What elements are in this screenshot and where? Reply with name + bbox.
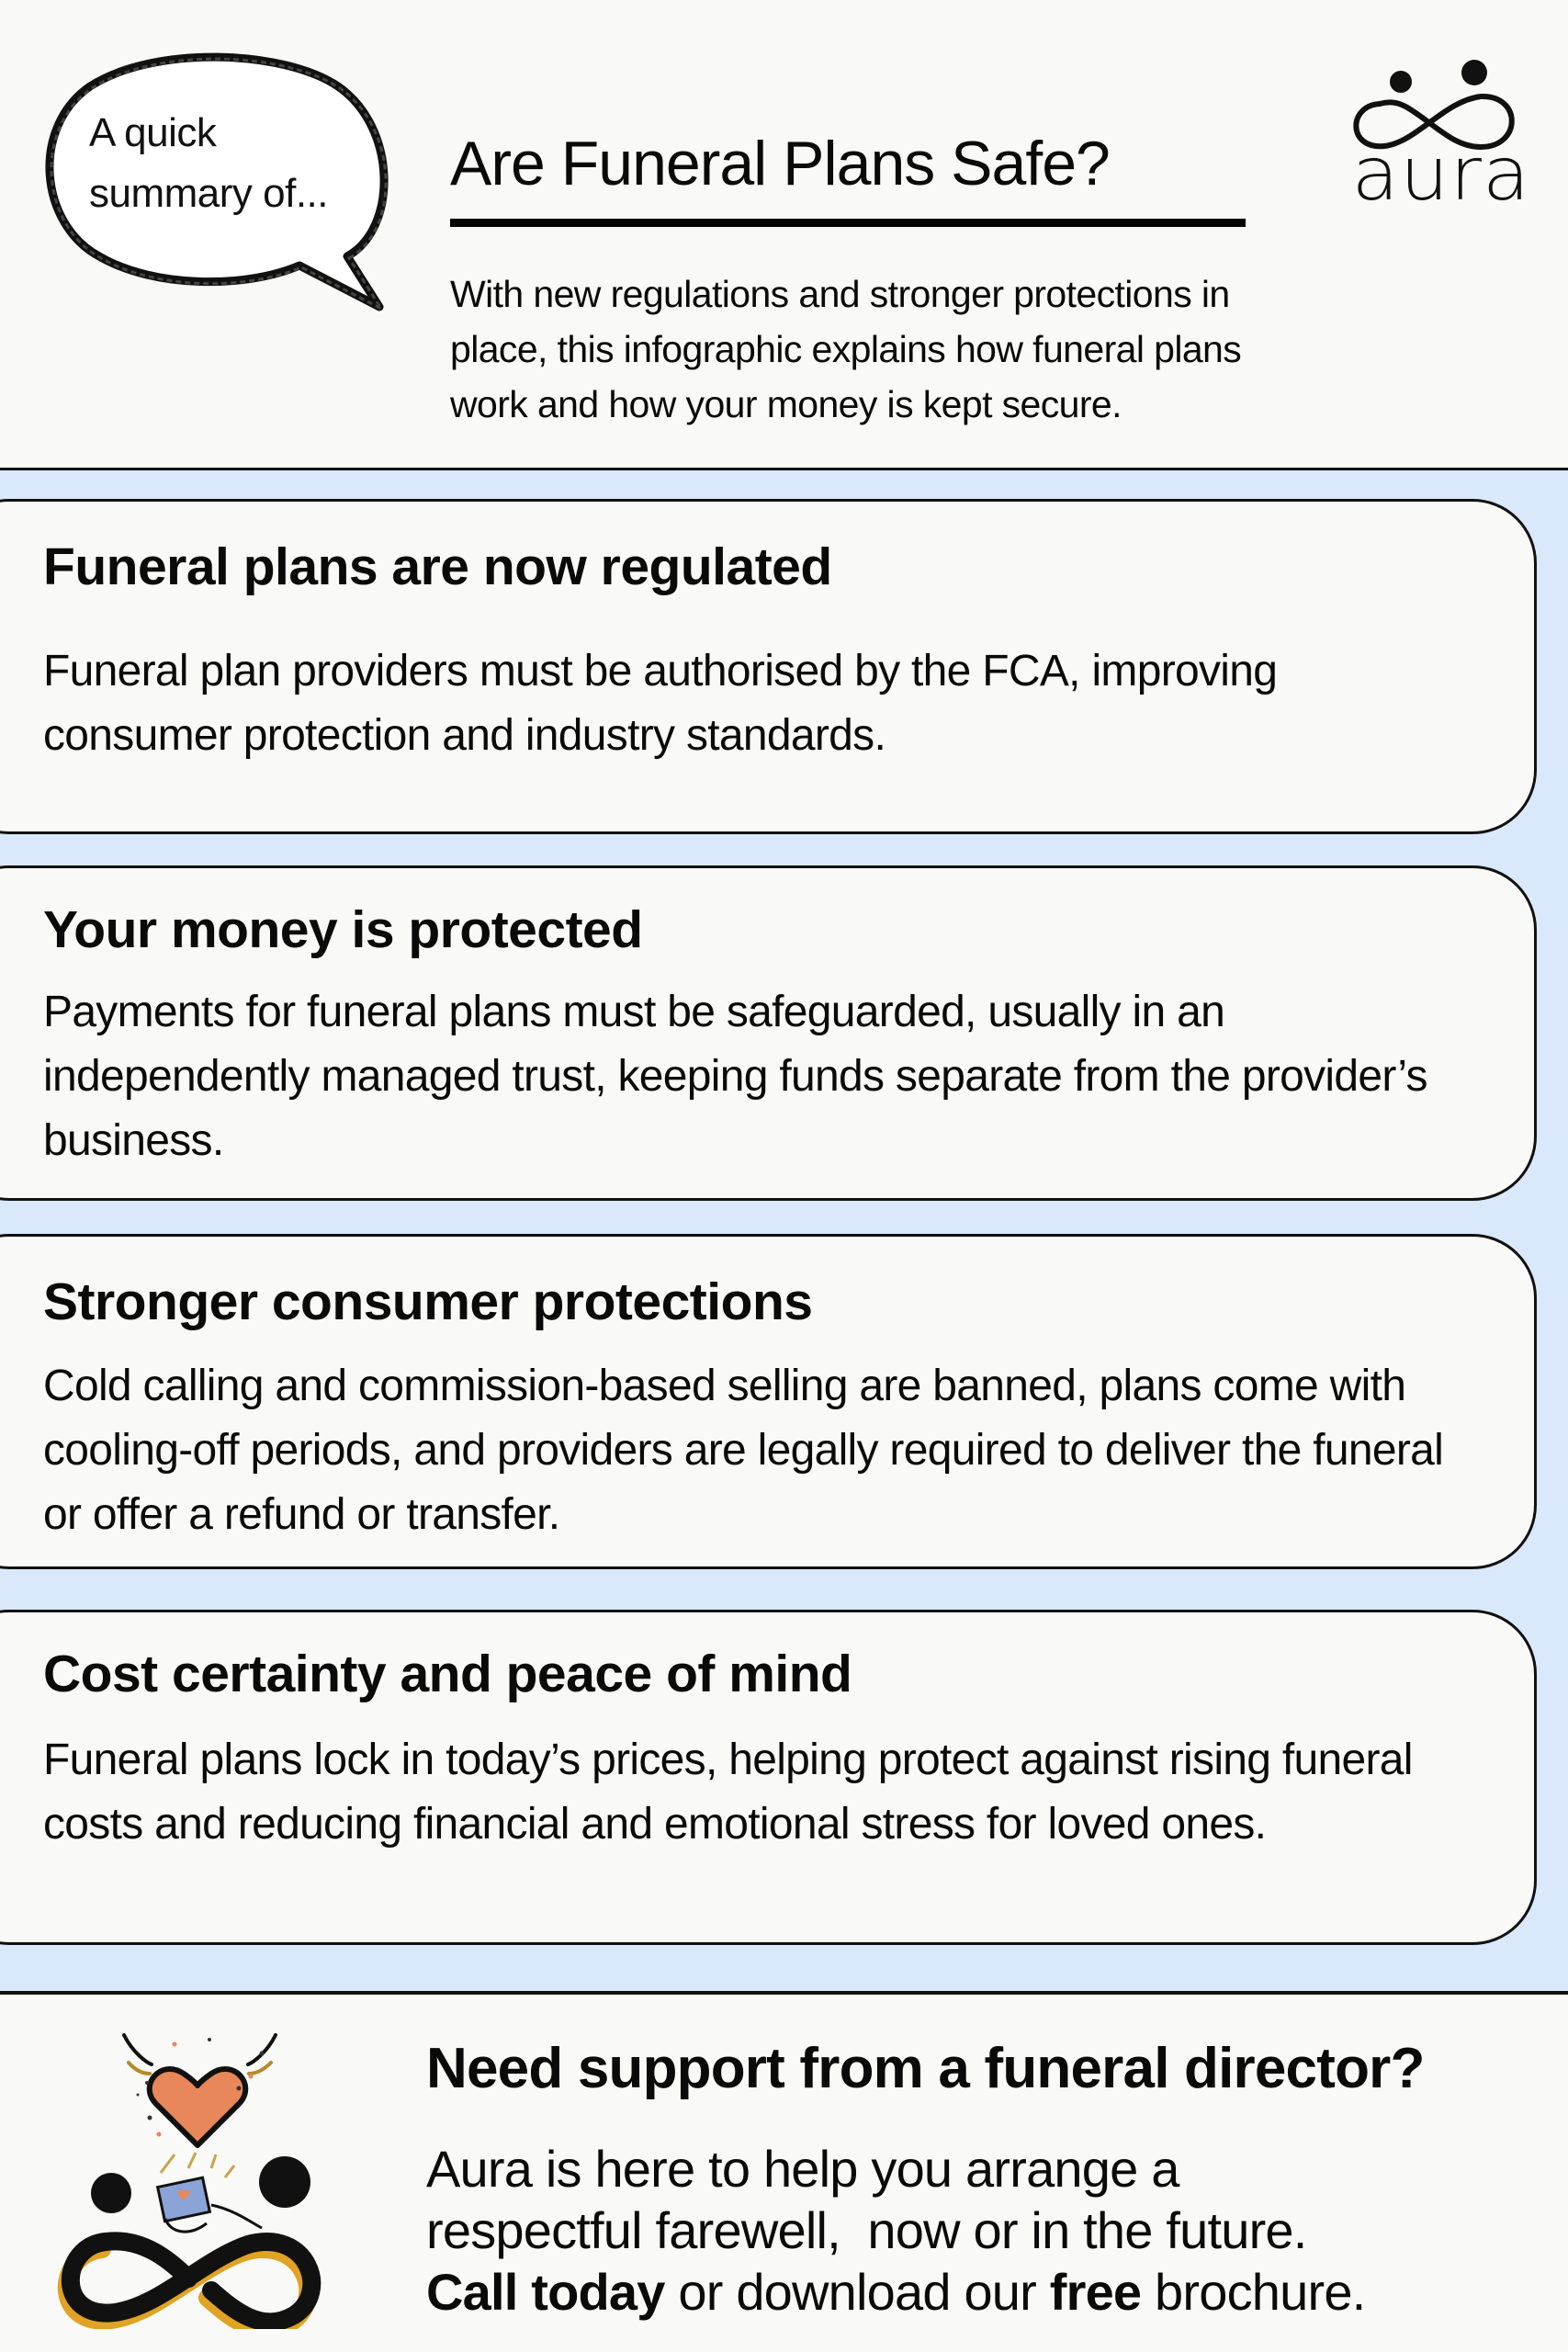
footer-line-2: respectful farewell, now or in the futur…	[426, 2201, 1307, 2259]
bubble-line-1: A quick	[89, 110, 217, 155]
gift-box-icon	[155, 2152, 263, 2233]
infinity-icon	[61, 2233, 321, 2332]
footer-cta-end: brochure.	[1141, 2263, 1366, 2321]
page-title: Are Funeral Plans Safe?	[450, 129, 1111, 198]
card-body: Funeral plan providers must be authorise…	[43, 647, 1278, 760]
card-body: Cold calling and commission-based sellin…	[43, 1362, 1444, 1539]
speech-bubble-icon	[45, 52, 389, 312]
card-title: Funeral plans are now regulated	[43, 537, 832, 596]
heart-gift-infinity-illustration	[51, 2017, 363, 2339]
infinity-two-people-icon	[1353, 60, 1515, 151]
card-regulated: Funeral plans are now regulated Funeral …	[0, 499, 1537, 834]
wings-icon	[122, 2033, 277, 2075]
card-title: Your money is protected	[43, 900, 643, 959]
card-consumer-protections: Stronger consumer protections Cold calli…	[0, 1234, 1537, 1569]
person-left-head-icon	[91, 2173, 131, 2213]
footer-body: Aura is here to help you arrange a respe…	[426, 2138, 1529, 2323]
footer-line-1: Aura is here to help you arrange a	[426, 2140, 1179, 2198]
speech-bubble: A quick summary of...	[35, 40, 402, 316]
aura-logo: aura	[1343, 51, 1529, 216]
bubble-line-2: summary of...	[89, 171, 329, 216]
title-underline	[450, 219, 1246, 227]
card-body: Payments for funeral plans must be safeg…	[43, 988, 1428, 1165]
card-cost-certainty: Cost certainty and peace of mind Funeral…	[0, 1610, 1537, 1945]
card-money-protected: Your money is protected Payments for fun…	[0, 865, 1537, 1201]
footer-title: Need support from a funeral director?	[426, 2037, 1425, 2100]
card-title: Cost certainty and peace of mind	[43, 1645, 852, 1703]
footer-cta-line: Call today or download our free brochure…	[426, 2261, 1529, 2323]
key-points-section: Funeral plans are now regulated Funeral …	[0, 468, 1568, 1995]
intro-text: With new regulations and stronger protec…	[450, 273, 1242, 425]
heart-icon	[146, 2066, 249, 2148]
free-brochure-cta[interactable]: free	[1049, 2263, 1142, 2321]
card-body: Funeral plans lock in today’s prices, he…	[43, 1736, 1413, 1849]
call-today-cta[interactable]: Call today	[426, 2263, 665, 2321]
card-title: Stronger consumer protections	[43, 1272, 813, 1331]
sparkles-icon	[156, 2041, 254, 2137]
logo-wordmark: aura	[1351, 131, 1531, 217]
person-right-head-icon	[259, 2156, 310, 2208]
footer-cta-mid: or download our	[664, 2263, 1050, 2321]
